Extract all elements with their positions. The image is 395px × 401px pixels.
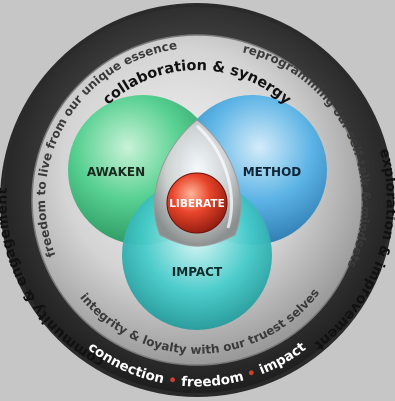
label-awaken: AWAKEN xyxy=(87,165,145,179)
bullet-2: • xyxy=(245,363,263,382)
label-method: METHOD xyxy=(243,165,302,179)
label-impact: IMPACT xyxy=(172,265,223,279)
triquetra-highlight xyxy=(195,124,233,229)
liberate-circle xyxy=(166,172,228,234)
label-liberate: LIBERATE xyxy=(169,198,225,210)
bullet-1: • xyxy=(167,372,182,390)
venn-group xyxy=(68,95,327,330)
